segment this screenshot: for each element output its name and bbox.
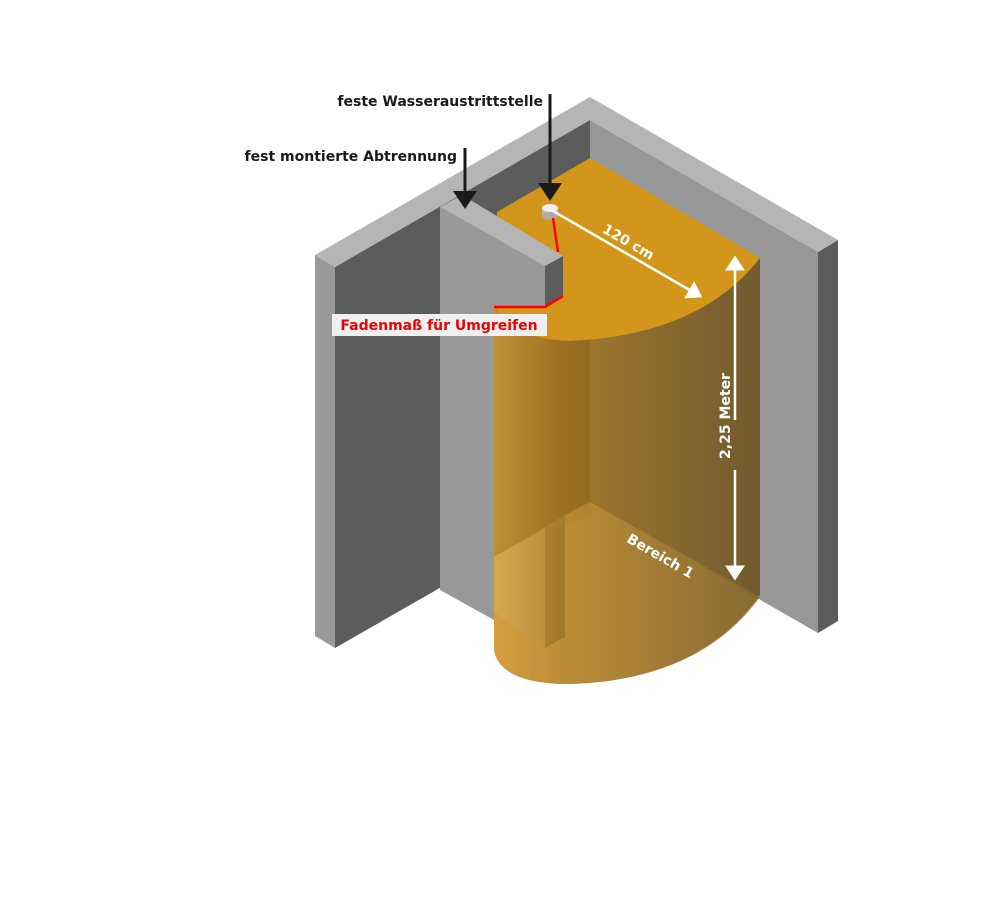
right-wall-end-face: [818, 240, 838, 633]
partition-top-face: [440, 195, 563, 266]
left-wall-end-face: [315, 255, 335, 648]
area-1-zone: [494, 502, 760, 684]
thread-measure-label-bg: [332, 314, 547, 336]
partition-label: fest montierte Abtrennung: [245, 149, 457, 165]
wall-top-face: [315, 97, 838, 267]
thread-measure-line: [551, 217, 560, 253]
radius-dimension-arrow: [552, 209, 703, 299]
thread-measure-line-bottom: [494, 294, 564, 309]
thread-measure-label: Fadenmaß für Umgreifen: [340, 318, 537, 334]
partition-end-face: [545, 256, 563, 307]
partition-front-face: [440, 207, 545, 620]
height-label: 2,25 Meter: [718, 373, 734, 459]
water-outlet-label: feste Wasseraustrittstelle: [337, 94, 543, 110]
